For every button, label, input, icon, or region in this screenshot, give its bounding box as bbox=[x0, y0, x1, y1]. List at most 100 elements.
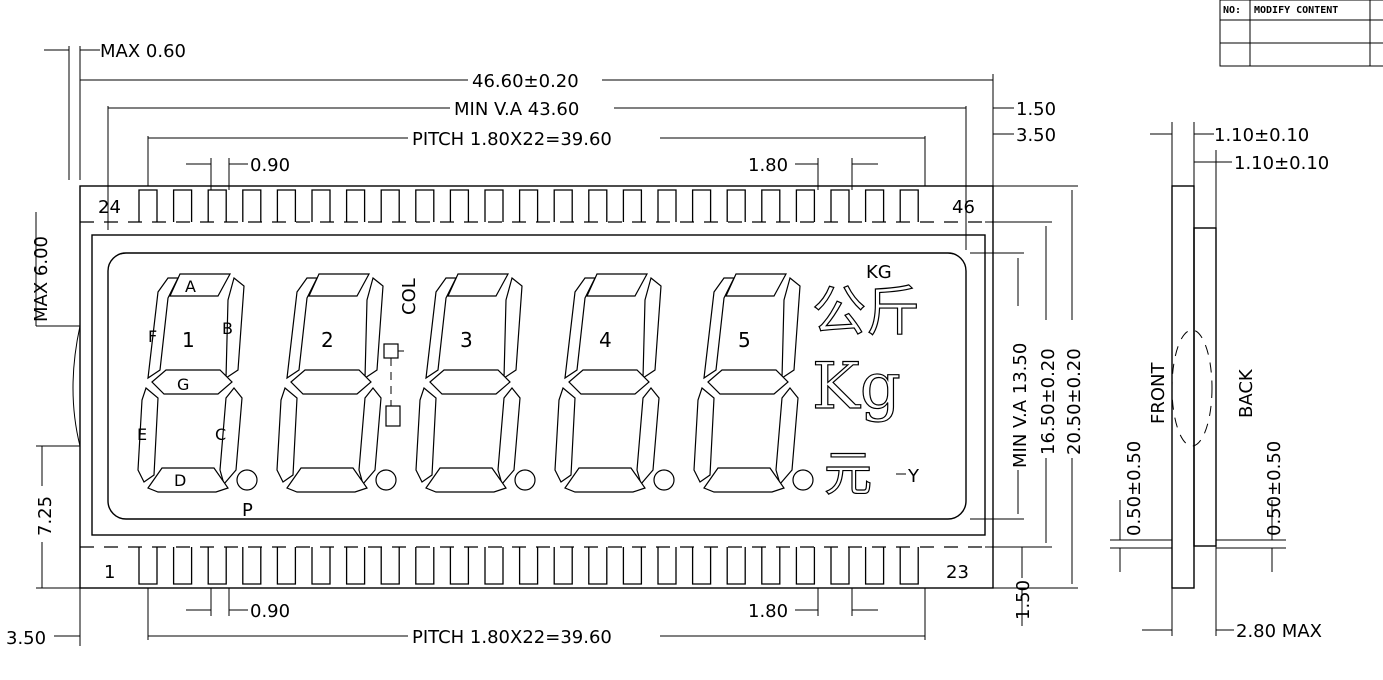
dim-pitch-bottom: PITCH 1.80X22=39.60 bbox=[412, 627, 612, 648]
dim-right-350: 3.50 bbox=[1016, 125, 1056, 146]
segment-label-g: G bbox=[177, 375, 189, 394]
digit-3: 3 bbox=[415, 273, 523, 493]
digit-2: 2 bbox=[276, 273, 384, 493]
dim-pin-pitch-bottom: 1.80 bbox=[748, 601, 788, 622]
digit-4-label: 4 bbox=[599, 328, 612, 352]
pin bbox=[207, 189, 227, 222]
colon-symbol: COL bbox=[383, 278, 420, 427]
pin bbox=[899, 189, 919, 222]
digit-5-label: 5 bbox=[738, 328, 751, 352]
pin bbox=[795, 189, 816, 222]
dim-height-1650: 16.50±0.20 bbox=[1038, 348, 1059, 455]
pin bbox=[276, 189, 297, 222]
digit-3-label: 3 bbox=[460, 328, 473, 352]
revision-table: NO: MODIFY CONTENT bbox=[1219, 0, 1383, 67]
pin bbox=[484, 189, 504, 222]
pin bbox=[345, 547, 366, 585]
digit-5: 5 bbox=[693, 273, 801, 493]
pin bbox=[172, 547, 193, 585]
pin bbox=[380, 189, 400, 222]
dim-pin-pitch-top: 1.80 bbox=[748, 155, 788, 176]
digit-group: 1 2 3 4 5 bbox=[137, 273, 814, 493]
rev-col-content: MODIFY CONTENT bbox=[1254, 5, 1338, 16]
pin bbox=[622, 189, 643, 222]
pin bbox=[276, 547, 297, 585]
pin bbox=[588, 547, 608, 585]
unit-symbols: KG 公斤 Kg 元 Y bbox=[811, 262, 920, 503]
digit-1: 1 bbox=[137, 273, 245, 493]
segment-label-b: B bbox=[222, 319, 233, 338]
pin bbox=[761, 547, 781, 585]
pin bbox=[138, 547, 158, 585]
pin bbox=[242, 547, 262, 585]
pin bbox=[242, 189, 262, 222]
segment-label-e: E bbox=[137, 425, 147, 444]
digit-2-segments bbox=[276, 273, 384, 493]
pin bbox=[311, 189, 331, 222]
pin bbox=[795, 547, 816, 585]
pin bbox=[518, 189, 539, 222]
pin bbox=[864, 189, 885, 222]
digit-4-segments bbox=[554, 273, 662, 493]
pin bbox=[553, 547, 573, 585]
pin bbox=[380, 547, 400, 585]
dim-bottom-150: 1.50 bbox=[1013, 580, 1034, 620]
pin bbox=[553, 189, 573, 222]
digit-1-segments bbox=[137, 273, 245, 493]
pin bbox=[726, 547, 746, 585]
pin bbox=[899, 547, 919, 585]
pin bbox=[415, 189, 435, 222]
digit-4: 4 bbox=[554, 273, 662, 493]
dim-min-va-width: MIN V.A 43.60 bbox=[454, 99, 579, 120]
pin bbox=[657, 547, 677, 585]
segment-label-c: C bbox=[215, 425, 226, 444]
segment-label-a: A bbox=[185, 277, 196, 296]
dimension-lines-bottom: 0.90 1.80 PITCH 1.80X22=39.60 1.50 bbox=[147, 546, 1034, 648]
pin bbox=[761, 189, 781, 222]
pin bbox=[172, 189, 193, 222]
pin bbox=[518, 547, 539, 585]
unit-kg: Kg bbox=[812, 350, 901, 424]
pin-24-label: 24 bbox=[98, 197, 121, 218]
dim-max-060: MAX 0.60 bbox=[100, 41, 186, 62]
pin bbox=[622, 547, 643, 585]
pin bbox=[588, 189, 608, 222]
pin bbox=[484, 547, 504, 585]
decimal-point-3 bbox=[514, 469, 536, 491]
dim-side-max: 2.80 MAX bbox=[1236, 621, 1322, 642]
unit-yuan: 元 bbox=[824, 446, 872, 502]
dimension-lines-top: MAX 0.60 46.60±0.20 MIN V.A 43.60 1.50 3… bbox=[44, 41, 1056, 250]
dim-side-back-offset: 0.50±0.50 bbox=[1264, 441, 1285, 536]
pin bbox=[449, 189, 470, 222]
dim-max-600: MAX 6.00 bbox=[31, 236, 52, 322]
pin bbox=[657, 189, 677, 222]
digit-2-label: 2 bbox=[321, 328, 334, 352]
pin bbox=[449, 547, 470, 585]
dim-left-350: 3.50 bbox=[6, 628, 46, 649]
decimal-point-5 bbox=[792, 469, 814, 491]
digit-1-label: 1 bbox=[182, 328, 195, 352]
pin bbox=[864, 547, 885, 585]
pin bbox=[311, 547, 331, 585]
decimal-point-2 bbox=[375, 469, 397, 491]
segment-label-f: F bbox=[148, 327, 157, 346]
decimal-point-1 bbox=[236, 469, 258, 491]
side-view: 1.10±0.10 1.10±0.10 FRONT BACK 0.50±0.50… bbox=[1110, 122, 1329, 642]
pin bbox=[345, 189, 366, 222]
pins-top bbox=[138, 189, 919, 222]
dim-min-va-height: MIN V.A 13.50 bbox=[1010, 343, 1031, 468]
segment-labels: A F B G E C D P bbox=[137, 277, 253, 521]
dim-right-150: 1.50 bbox=[1016, 99, 1056, 120]
dim-side-back-thk: 1.10±0.10 bbox=[1234, 153, 1329, 174]
colon-label: COL bbox=[399, 278, 420, 315]
module-outline bbox=[72, 185, 994, 589]
digit-3-segments bbox=[415, 273, 523, 493]
pin bbox=[830, 189, 850, 222]
dim-side-front-thk: 1.10±0.10 bbox=[1214, 125, 1309, 146]
dimension-lines-left: MAX 6.00 7.25 3.50 bbox=[6, 212, 81, 649]
decimal-point-4 bbox=[653, 469, 675, 491]
unit-gongjin: 公斤 bbox=[812, 280, 920, 343]
digit-5-segments bbox=[693, 273, 801, 493]
pin-46-label: 46 bbox=[952, 197, 975, 218]
